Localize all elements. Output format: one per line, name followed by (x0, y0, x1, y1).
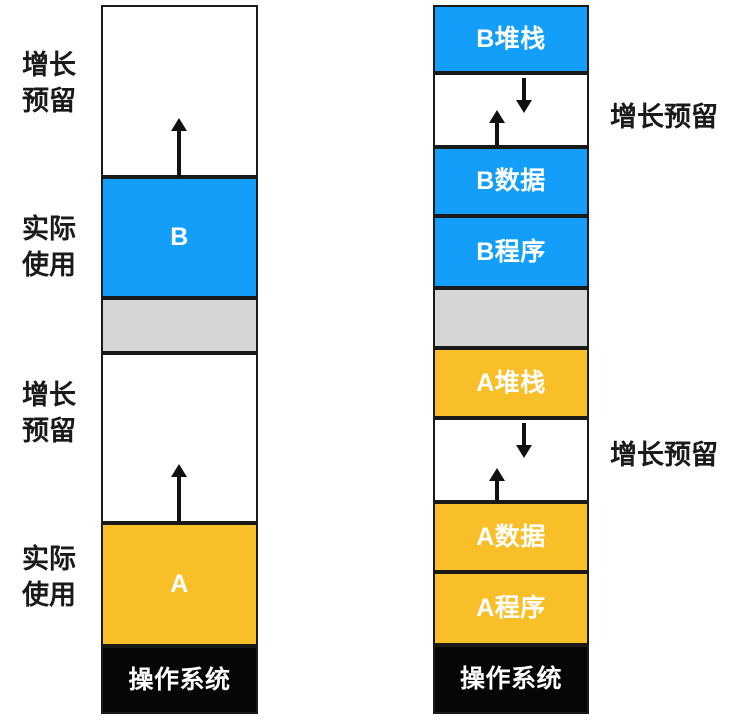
right-label-growth-reserve-a: 增长预留 (610, 440, 718, 470)
left-a-growth-reserve-block (101, 353, 258, 523)
right-b-program-block: B程序 (433, 216, 589, 288)
left-label-actual-usage-a: 实际 使用 (22, 544, 76, 610)
right-b-data-block: B数据 (433, 147, 589, 216)
left-a-process-block: A (101, 523, 258, 646)
right-a-program-block: A程序 (433, 572, 589, 645)
left-b-process-block: B (101, 177, 258, 298)
left-operating-system-block: 操作系统 (101, 646, 258, 714)
left-label-actual-usage-b: 实际 使用 (22, 214, 76, 280)
left-b-growth-reserve-block (101, 5, 258, 177)
right-free-gap-block (433, 288, 589, 348)
right-a-data-block: A数据 (433, 502, 589, 572)
right-a-free-space-block (433, 418, 589, 502)
right-b-free-space-block (433, 73, 589, 147)
left-label-growth-reserve-a: 增长 预留 (22, 380, 76, 446)
left-label-growth-reserve-b: 增长 预留 (22, 50, 76, 116)
right-b-stack-block: B堆栈 (433, 5, 589, 73)
left-free-gap-block (101, 298, 258, 353)
right-a-stack-block: A堆栈 (433, 348, 589, 418)
right-operating-system-block: 操作系统 (433, 645, 589, 714)
right-label-growth-reserve-b: 增长预留 (610, 102, 718, 132)
